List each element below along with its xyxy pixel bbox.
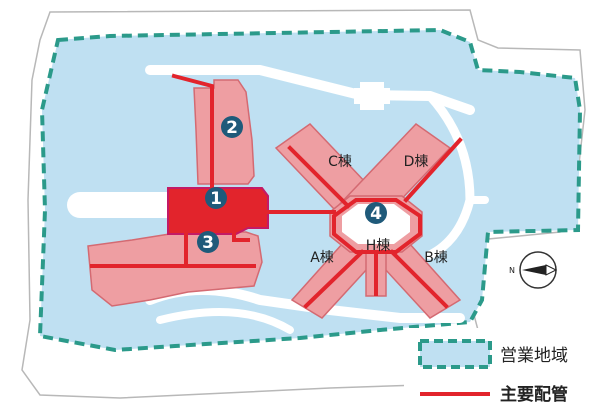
label-c-building: C棟 (328, 154, 352, 170)
marker-1: 1 (205, 187, 227, 209)
legend: 営業地域 主要配管 (404, 328, 600, 418)
pipe-north (171, 73, 214, 208)
pipe-octagon (332, 198, 422, 254)
north-arrow-icon: N (509, 251, 558, 289)
svg-text:1: 1 (210, 189, 222, 209)
main-pipes (90, 73, 463, 309)
pipe-tee (232, 220, 250, 242)
svg-text:3: 3 (202, 233, 214, 253)
pipe-c (287, 145, 351, 209)
svg-text:N: N (509, 266, 515, 275)
marker-2: 2 (221, 116, 243, 138)
core-building (167, 187, 269, 235)
pavilion (354, 82, 390, 110)
label-h-building: H棟 (366, 238, 391, 254)
path-south-loop (156, 308, 294, 334)
label-d-building: D棟 (404, 154, 429, 170)
legend-business-area-label: 営業地域 (500, 346, 568, 366)
label-a-building: A棟 (310, 250, 334, 266)
pipe-a (303, 249, 365, 309)
marker-3: 3 (197, 231, 219, 253)
pipe-b (389, 249, 449, 309)
pipe-d (403, 137, 463, 203)
legend-main-pipe-label: 主要配管 (500, 384, 568, 405)
label-b-building: B棟 (424, 250, 448, 266)
svg-text:2: 2 (226, 118, 238, 138)
marker-4: 4 (365, 202, 387, 224)
svg-text:4: 4 (370, 204, 382, 224)
legend-business-area-swatch (418, 339, 492, 369)
